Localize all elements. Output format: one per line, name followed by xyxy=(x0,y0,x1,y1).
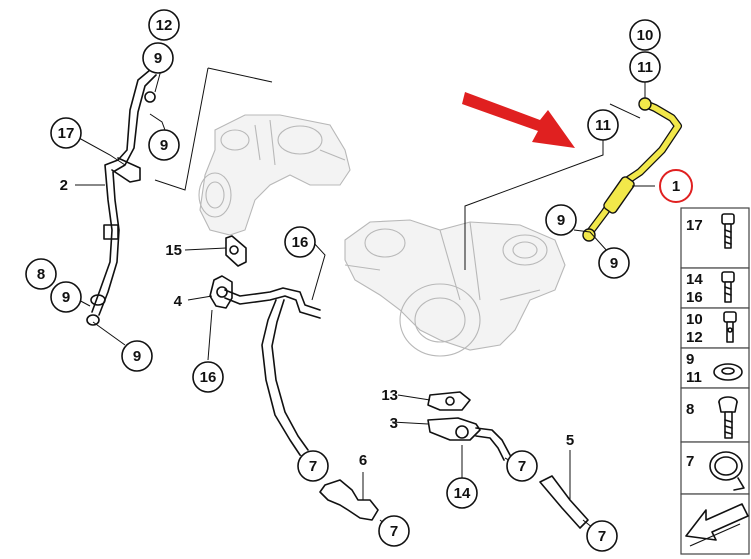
label-2: 2 xyxy=(60,177,68,194)
turbocharger-ghost-large xyxy=(344,219,566,357)
washer-icon xyxy=(713,363,743,381)
bolt-icon xyxy=(718,396,738,439)
svg-text:7: 7 xyxy=(390,523,398,540)
svg-text:8: 8 xyxy=(37,266,45,283)
callout-17: 17 xyxy=(50,117,82,149)
legend-label-16: 16 xyxy=(686,289,703,306)
hose-6[interactable] xyxy=(319,479,379,521)
coolant-return-assembly[interactable] xyxy=(427,391,511,461)
callout-11-middle: 11 xyxy=(587,109,619,141)
bracket-outline xyxy=(154,67,273,191)
callout-12: 12 xyxy=(148,9,180,41)
callout-16-left: 16 xyxy=(192,361,224,393)
callout-9-bracket: 9 xyxy=(148,129,180,161)
callout-7-b: 7 xyxy=(378,515,410,547)
callout-1-highlighted: 1 xyxy=(659,169,693,203)
callout-10: 10 xyxy=(629,19,661,51)
legend-label-12: 12 xyxy=(686,329,703,346)
fastener-legend: 17 14 16 10 12 9 11 8 7 xyxy=(680,207,750,555)
svg-text:9: 9 xyxy=(133,348,141,365)
svg-text:16: 16 xyxy=(292,234,309,251)
callout-7-c: 7 xyxy=(506,450,538,482)
label-5: 5 xyxy=(566,432,574,449)
callout-9-right-upper: 9 xyxy=(545,204,577,236)
svg-text:9: 9 xyxy=(160,137,168,154)
svg-text:9: 9 xyxy=(557,212,565,229)
oil-return-line[interactable] xyxy=(86,69,157,326)
hose-5[interactable] xyxy=(539,475,589,529)
bolt-icon xyxy=(721,213,735,249)
callout-9-left-lower: 9 xyxy=(121,340,153,372)
label-3: 3 xyxy=(390,415,398,432)
legend-label-8: 8 xyxy=(686,401,694,418)
svg-text:7: 7 xyxy=(518,458,526,475)
svg-text:11: 11 xyxy=(595,117,611,134)
svg-text:7: 7 xyxy=(309,458,317,475)
legend-label-9: 9 xyxy=(686,351,694,368)
legend-label-7: 7 xyxy=(686,453,694,470)
svg-text:9: 9 xyxy=(62,289,70,306)
legend-label-11: 11 xyxy=(686,369,702,386)
legend-label-14: 14 xyxy=(686,271,703,288)
callout-7-a: 7 xyxy=(297,450,329,482)
label-6: 6 xyxy=(359,452,367,469)
legend-label-10: 10 xyxy=(686,311,703,328)
svg-text:9: 9 xyxy=(610,255,618,272)
label-15: 15 xyxy=(165,242,182,259)
svg-text:1: 1 xyxy=(672,178,680,195)
hose-clamp-icon xyxy=(709,451,745,491)
callout-7-d: 7 xyxy=(586,520,618,552)
svg-text:16: 16 xyxy=(200,369,217,386)
svg-text:10: 10 xyxy=(637,27,654,44)
svg-text:9: 9 xyxy=(154,50,162,67)
callout-8: 8 xyxy=(25,258,57,290)
callout-9-left-upper: 9 xyxy=(50,281,82,313)
callout-16-top: 16 xyxy=(284,226,316,258)
callout-11-top: 11 xyxy=(629,51,661,83)
bolt-icon xyxy=(721,271,735,303)
legend-label-17: 17 xyxy=(686,217,703,234)
svg-text:12: 12 xyxy=(156,17,173,34)
label-13: 13 xyxy=(381,387,398,404)
label-4: 4 xyxy=(174,293,183,310)
svg-text:14: 14 xyxy=(454,485,471,502)
svg-text:11: 11 xyxy=(637,59,653,76)
coolant-line-assembly[interactable] xyxy=(209,235,321,456)
callout-14: 14 xyxy=(446,477,478,509)
direction-arrow-icon xyxy=(685,503,749,547)
svg-text:17: 17 xyxy=(58,125,75,142)
svg-text:7: 7 xyxy=(598,528,606,545)
pointer-arrow xyxy=(462,92,575,148)
banjo-bolt-icon xyxy=(723,311,737,343)
callout-9-right-lower: 9 xyxy=(598,247,630,279)
callout-9-top-left: 9 xyxy=(142,42,174,74)
turbocharger-ghost-small xyxy=(198,114,351,236)
